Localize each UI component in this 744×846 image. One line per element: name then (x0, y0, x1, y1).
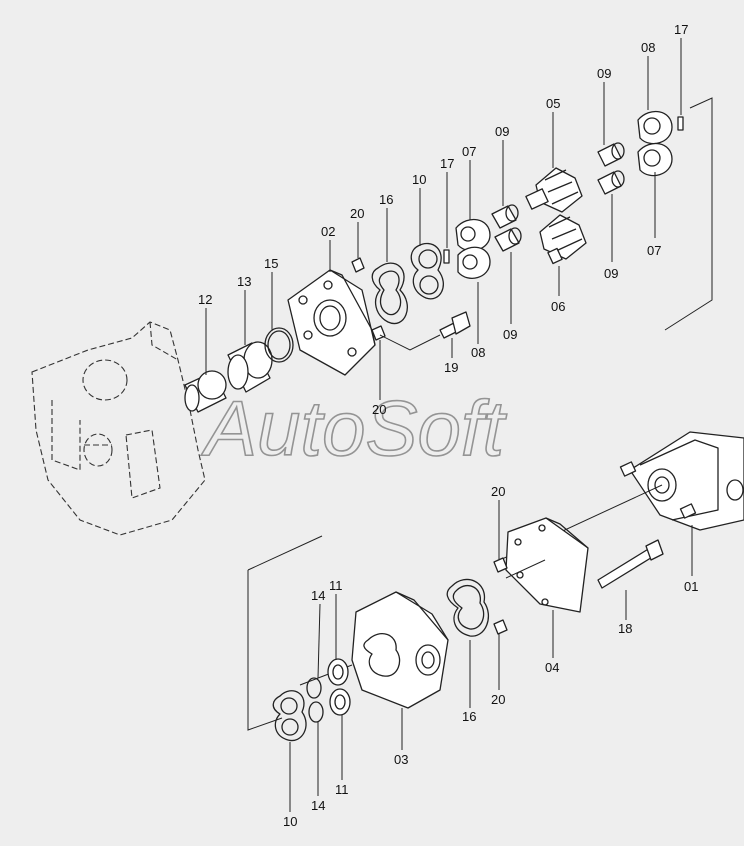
part-number-labels: 17 08 09 05 09 07 17 10 16 20 02 15 13 1… (198, 22, 698, 829)
label-20-middle: 20 (372, 402, 386, 417)
part-10-backup-ring-lower (272, 690, 307, 742)
part-09-sleeve-c (491, 204, 519, 229)
part-14-o-ring-a (306, 677, 322, 699)
part-15-o-ring (264, 327, 294, 363)
part-09-sleeve-b (597, 170, 625, 195)
label-06: 06 (551, 299, 565, 314)
label-01: 01 (684, 579, 698, 594)
part-18-long-bolt (597, 539, 664, 589)
label-18: 18 (618, 621, 632, 636)
part-17-pin-middle (443, 249, 450, 264)
label-15: 15 (264, 256, 278, 271)
label-12: 12 (198, 292, 212, 307)
part-20-dowel-pin-lower-a (493, 557, 508, 573)
part-04-rear-cover (505, 517, 589, 613)
label-07-middle: 07 (462, 144, 476, 159)
part-05-drive-gear (525, 167, 583, 213)
label-11-lower: 11 (335, 782, 349, 797)
label-08-upper: 08 (641, 40, 655, 55)
part-06-driven-gear (539, 214, 587, 265)
part-13-bushing (227, 341, 273, 393)
part-20-dowel-pin-lower-b (493, 619, 508, 635)
label-03: 03 (394, 752, 408, 767)
leader-lines (205, 38, 693, 812)
label-17-middle: 17 (440, 156, 454, 171)
label-05: 05 (546, 96, 560, 111)
label-16-upper: 16 (379, 192, 393, 207)
part-08-bushing-block-b (637, 110, 673, 177)
label-10-lower: 10 (283, 814, 297, 829)
frame-line-upper-right (664, 97, 713, 331)
label-09-lower-right: 09 (604, 266, 618, 281)
part-03-gear-housing (299, 591, 449, 709)
label-14-lower: 14 (311, 798, 325, 813)
label-07-right: 07 (647, 243, 661, 258)
label-19: 19 (444, 360, 458, 375)
watermark: AutoSoft (201, 384, 508, 472)
part-09-sleeve-a (597, 142, 625, 167)
part-10-backup-ring-upper (410, 242, 444, 300)
part-01-pump-body (499, 431, 744, 561)
label-20-upper: 20 (350, 206, 364, 221)
frame-line-lower-top (247, 535, 323, 571)
label-16-lower: 16 (462, 709, 476, 724)
part-16-seal-upper (371, 262, 408, 325)
label-02: 02 (321, 224, 335, 239)
label-09-lower-middle: 09 (503, 327, 517, 342)
part-19-bolt (379, 311, 471, 351)
label-09-upper-middle: 09 (495, 124, 509, 139)
part-14-o-ring-b (308, 701, 324, 723)
part-20-dowel-pin-upper-a (351, 257, 365, 273)
label-20-lower: 20 (491, 692, 505, 707)
frame-line-lower-left (247, 570, 283, 731)
part-16-seal-lower (446, 578, 489, 637)
part-12-sleeve (184, 370, 227, 413)
label-09-upper-right: 09 (597, 66, 611, 81)
label-10-upper: 10 (412, 172, 426, 187)
part-11-washer-a (327, 658, 349, 686)
label-08-middle: 08 (471, 345, 485, 360)
part-02-front-cover (287, 269, 376, 376)
part-11-washer-b (329, 688, 351, 716)
label-11-upper: 11 (329, 578, 343, 593)
part-09-sleeve-d (494, 227, 522, 252)
label-17-upper: 17 (674, 22, 688, 37)
part-17-pin-upper (677, 116, 684, 131)
label-14-upper: 14 (311, 588, 325, 603)
part-07-bushing-block-a (455, 218, 491, 279)
mounting-housing-outline (31, 321, 206, 536)
label-20-lower-upper: 20 (491, 484, 505, 499)
label-13: 13 (237, 274, 251, 289)
label-04: 04 (545, 660, 559, 675)
part-20-dowel-pin-upper-b (371, 325, 386, 341)
